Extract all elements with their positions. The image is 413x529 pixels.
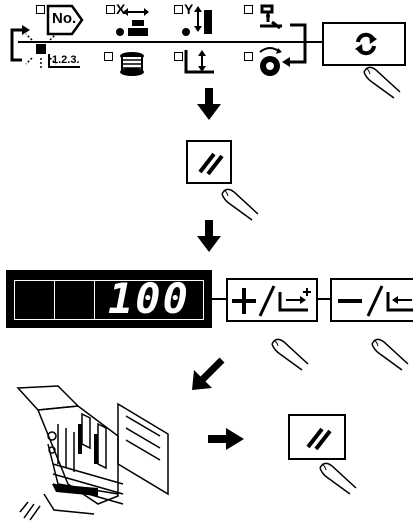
pattern-no-icon	[44, 2, 84, 38]
checkbox-y[interactable]	[174, 5, 183, 14]
finger-icon	[270, 334, 312, 374]
ready-icon	[196, 150, 224, 176]
presser-lift-icon	[182, 48, 218, 78]
led-display: 100	[6, 270, 212, 328]
display-cell	[14, 280, 55, 320]
finger-icon	[318, 458, 360, 498]
connector-line	[318, 298, 330, 300]
ready-button[interactable]	[288, 414, 346, 460]
plus-move-icon	[232, 284, 316, 318]
blink-indicator-icon	[22, 30, 62, 70]
arrow-down-icon	[197, 220, 221, 254]
display-cell	[94, 280, 204, 320]
connector-line	[212, 298, 226, 300]
finger-icon	[362, 62, 404, 102]
checkbox-tension[interactable]	[244, 52, 253, 61]
minus-move-icon	[336, 284, 413, 318]
pattern-no-label: No.	[52, 10, 77, 27]
ready-button[interactable]	[186, 140, 232, 184]
y-scale-icon	[180, 4, 216, 40]
x-scale-icon	[114, 4, 150, 40]
minus-move-button[interactable]	[330, 278, 413, 322]
sequence-label: 1.2.3.	[48, 54, 80, 68]
ready-icon	[304, 425, 332, 451]
arrow-right-icon	[208, 428, 244, 450]
checkbox-x[interactable]	[106, 5, 115, 14]
arrow-down-icon	[197, 88, 221, 122]
finger-icon	[370, 334, 412, 374]
presser-foot-illustration	[8, 384, 178, 524]
reset-button[interactable]	[322, 22, 406, 66]
tension-dial-icon	[252, 46, 288, 78]
checkbox-presser[interactable]	[174, 52, 183, 61]
x-scale-label: X	[116, 1, 126, 17]
display-value: 100	[108, 274, 190, 323]
checkbox-bobbin[interactable]	[104, 52, 113, 61]
checkbox-thread[interactable]	[244, 5, 253, 14]
y-scale-label: Y	[184, 1, 194, 17]
arrow-diagonal-icon	[190, 356, 226, 392]
reset-icon	[352, 30, 380, 58]
plus-move-button[interactable]	[226, 278, 318, 322]
bobbin-icon	[116, 50, 148, 78]
display-cell	[54, 280, 95, 320]
finger-icon	[220, 184, 262, 224]
checkbox-no[interactable]	[36, 5, 45, 14]
pattern-panel	[0, 0, 413, 80]
pattern-panel-graphic	[10, 23, 322, 67]
thread-trimmer-icon	[252, 2, 288, 38]
